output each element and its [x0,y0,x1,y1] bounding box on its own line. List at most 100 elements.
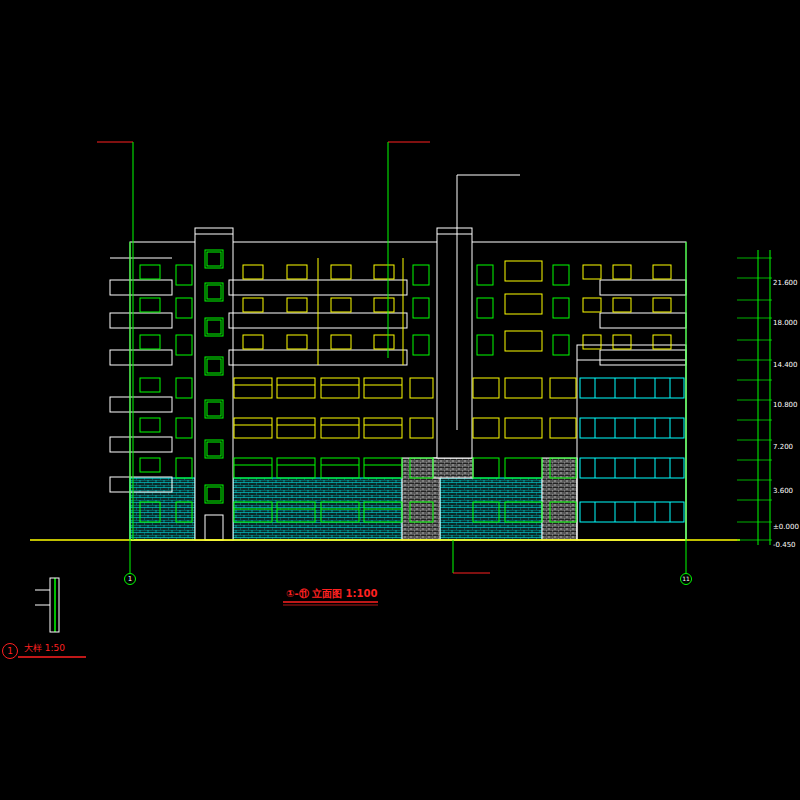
axis-number: 1 [7,647,13,656]
window [653,265,671,279]
right-wing [577,345,686,540]
leader [453,540,454,573]
window [331,265,351,279]
roof-line [457,175,458,430]
dimension-tick [737,440,772,441]
window [176,458,192,478]
dimension-tick [737,540,772,541]
line [615,378,616,398]
line [277,385,315,386]
outline [207,252,221,266]
line [615,502,616,522]
stair-window [205,485,223,503]
dimension-tick [737,360,772,361]
dimension-line [758,250,759,545]
window-band [234,502,272,522]
brick-hatch [440,478,542,540]
line [615,458,616,478]
balcony [600,313,686,328]
stair-window [205,440,223,458]
balcony [600,280,686,295]
window-band [321,458,359,478]
window [287,298,307,312]
window [413,265,429,285]
axis-line [130,242,131,573]
stair-tower [195,228,233,540]
line [635,378,636,398]
line [655,378,656,398]
line [655,458,656,478]
elevation-mark: 14.400 [773,362,798,369]
curtain-wall [580,458,684,478]
line [321,465,359,466]
window-band [364,458,402,478]
window [505,378,542,398]
line [318,258,319,365]
line [321,385,359,386]
axis-line [686,242,687,573]
outline [207,487,221,501]
window [477,298,493,318]
line [364,465,402,466]
dimension-tick [737,400,772,401]
dimension-tick [737,258,772,259]
window-band [277,418,315,438]
window [410,418,433,438]
leader [453,573,490,574]
balcony [110,477,172,492]
window [505,418,542,438]
elevation-mark: 7.200 [773,444,793,451]
balcony [110,437,172,452]
drawing-title: ①-⑪ 立面图 1:100 [286,589,377,599]
line [234,385,272,386]
window [613,298,631,312]
line [277,509,315,510]
detail-title: 大样 1:50 [24,644,65,653]
window [140,418,160,432]
window [331,298,351,312]
elevation-mark: ±0.000 [773,524,799,531]
window-band [277,502,315,522]
window [243,298,263,312]
window-band [234,378,272,398]
elevation-mark: 3.600 [773,488,793,495]
stair-window [205,250,223,268]
axis-bubble: 11 [680,573,692,585]
balcony [110,350,172,365]
title-underline [283,601,378,603]
line [595,502,596,522]
brick-hatch [233,478,402,540]
balcony [110,397,172,412]
curtain-wall [580,378,684,398]
line [615,418,616,438]
leader [97,142,133,143]
window [243,335,263,349]
window [374,298,394,312]
line [595,458,596,478]
line [321,509,359,510]
window [550,502,576,522]
axis-number: 11 [682,576,690,582]
outline [207,442,221,456]
window [653,335,671,349]
brick-hatch [130,478,195,540]
line [595,378,596,398]
window [473,378,499,398]
elevation-mark: 18.000 [773,320,798,327]
window-band [321,378,359,398]
line [577,360,686,361]
window [176,265,192,285]
leader [133,142,134,540]
line [195,234,233,235]
detail-section [50,578,59,632]
window [176,298,192,318]
stair-window [205,283,223,301]
dimension-tick [737,522,772,523]
balcony [600,350,686,365]
line [277,465,315,466]
axis-bubble: 1 [2,643,18,659]
window [176,335,192,355]
title-underline [283,605,378,606]
window [505,261,542,281]
line [670,502,671,522]
